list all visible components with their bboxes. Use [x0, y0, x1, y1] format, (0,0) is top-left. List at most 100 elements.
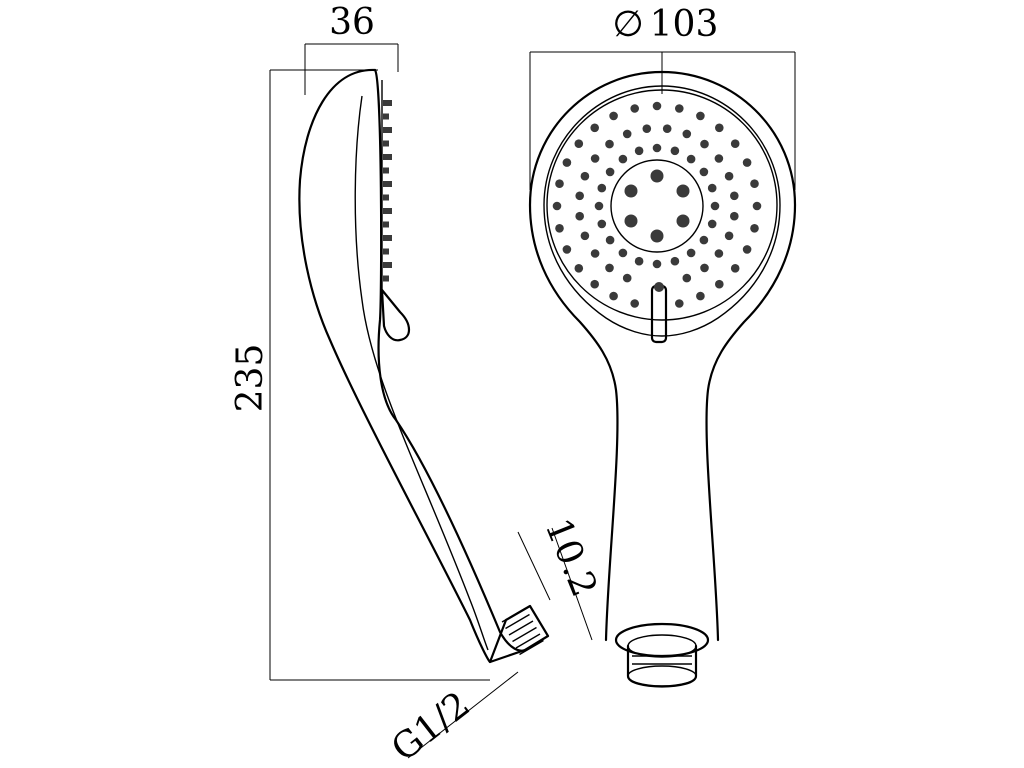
front-lever-pivot — [654, 282, 664, 292]
nozzle — [597, 219, 607, 229]
nozzle — [700, 263, 709, 273]
nozzle — [752, 201, 762, 211]
side-nozzle — [383, 235, 392, 241]
nozzle — [590, 123, 599, 133]
nozzle — [696, 111, 705, 121]
thread-rib — [515, 633, 541, 649]
side-handle-outline — [298, 68, 492, 664]
nozzle — [750, 179, 759, 188]
nozzle — [670, 256, 680, 266]
nozzle — [742, 245, 752, 254]
thread-rib — [508, 620, 534, 636]
nozzle — [605, 235, 615, 245]
side-nozzle — [383, 127, 392, 133]
dim-thread-size: G1/2 — [384, 671, 519, 768]
nozzle — [642, 124, 652, 133]
nozzle — [574, 264, 584, 273]
front-view: ∅ 103 — [528, 4, 797, 688]
front-head-rim — [543, 85, 781, 337]
nozzle — [630, 104, 639, 113]
nozzle — [700, 139, 709, 149]
side-nozzle — [383, 194, 389, 201]
dim-side-width: 36 — [304, 2, 399, 95]
dim-head-diameter: ∅ 103 — [529, 4, 796, 190]
nozzle — [555, 179, 564, 188]
side-thread-connector — [488, 604, 550, 664]
nozzle — [552, 201, 562, 211]
nozzle — [670, 146, 680, 156]
nozzle — [652, 101, 662, 111]
nozzle — [630, 299, 639, 308]
side-handle-inner-line — [354, 95, 489, 651]
nozzle — [605, 167, 615, 177]
nozzle — [597, 183, 607, 193]
nozzle — [634, 146, 644, 156]
nozzle — [609, 291, 618, 301]
nozzle — [724, 231, 734, 241]
nozzle — [562, 245, 572, 254]
thread-rib — [512, 626, 537, 643]
side-nozzle — [383, 100, 392, 106]
front-nozzles — [552, 101, 762, 308]
side-handle-back — [373, 68, 527, 652]
nozzle — [605, 139, 614, 149]
side-nozzle — [383, 167, 389, 174]
nozzle — [590, 154, 600, 163]
nozzle — [675, 299, 684, 308]
thread-rib — [501, 607, 527, 623]
nozzle — [715, 123, 724, 133]
side-view: 36 235 10.2 G1/2 — [230, 2, 605, 768]
dim-thread-length-label: 10.2 — [537, 513, 605, 603]
nozzle — [618, 154, 628, 164]
nozzle — [730, 191, 739, 201]
front-center-ring — [610, 159, 704, 253]
nozzle — [652, 143, 662, 153]
nozzle — [575, 191, 584, 201]
nozzle — [676, 184, 690, 198]
side-nozzles — [383, 100, 392, 282]
side-nozzle — [383, 221, 389, 228]
side-nozzle — [383, 140, 389, 147]
dim-head-diameter-label: 103 — [650, 4, 719, 45]
side-nozzle — [383, 181, 392, 187]
dim-total-length-label: 235 — [230, 344, 271, 413]
nozzle — [707, 183, 717, 193]
nozzle — [622, 129, 632, 139]
nozzle — [682, 129, 692, 139]
nozzle — [574, 139, 584, 148]
nozzle — [730, 211, 739, 221]
nozzle — [555, 224, 564, 233]
nozzle — [580, 231, 590, 241]
nozzle — [590, 249, 600, 258]
nozzle — [696, 291, 705, 301]
front-thread-connector — [614, 622, 710, 688]
side-nozzle — [383, 262, 392, 268]
nozzle — [618, 248, 628, 258]
side-nozzle — [383, 248, 389, 255]
nozzle — [562, 158, 572, 167]
nozzle — [622, 273, 632, 283]
side-nozzle — [383, 208, 392, 214]
dim-thread-length: 10.2 — [517, 513, 605, 641]
nozzle — [714, 249, 724, 258]
nozzle — [750, 224, 759, 233]
nozzle — [650, 169, 664, 183]
dim-total-length: 235 — [230, 69, 490, 681]
nozzle — [675, 104, 684, 113]
nozzle — [605, 263, 614, 273]
nozzle — [682, 273, 692, 283]
side-nozzle — [383, 275, 389, 282]
nozzle — [590, 279, 599, 289]
front-spray-face — [546, 89, 778, 321]
side-nozzle — [383, 154, 392, 160]
nozzle — [707, 219, 717, 229]
nozzle — [624, 184, 638, 198]
dim-head-diameter-symbol: ∅ — [612, 4, 643, 45]
nozzle — [730, 139, 740, 148]
nozzle — [634, 256, 644, 266]
front-body-outline — [528, 70, 797, 642]
nozzle — [624, 214, 638, 228]
nozzle — [730, 264, 740, 273]
nozzle — [662, 124, 672, 133]
